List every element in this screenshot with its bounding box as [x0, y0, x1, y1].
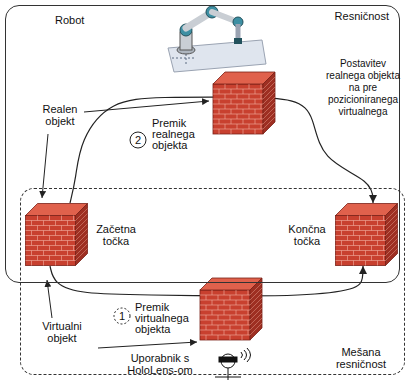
region-title: Resničnost [319, 10, 389, 22]
note-text: Postavitev realnega objekta na pre pozic… [322, 58, 404, 118]
region-box: Začetna točka Končna točka Resničnost [5, 5, 400, 283]
leader-arrow [84, 101, 209, 112]
brick-cube [213, 72, 275, 134]
brick-cube [25, 203, 88, 266]
brick-cube [200, 278, 262, 340]
point-node: Začetna točka [25, 203, 140, 266]
user-label: Uporabnik s HoloLens-om [115, 352, 205, 376]
region-title: Mešana resničnost [324, 346, 398, 370]
point-label: Začetna točka [92, 223, 140, 247]
callout-circle [130, 132, 146, 148]
callout-number: 2 [130, 134, 146, 146]
part-label: Virtualni objekt [36, 320, 88, 344]
part-label: Realen objekt [38, 103, 82, 127]
edge-label: Premik realnega objekta [152, 118, 210, 151]
part-label: Robot [55, 14, 100, 26]
leader-arrow [98, 342, 197, 348]
leader-arrow [47, 280, 52, 318]
point-label: Končna točka [283, 223, 331, 247]
point-node: Končna točka [283, 203, 398, 266]
callout-number: 1 [114, 310, 130, 322]
edge-label: Premik virtualnega objekta [135, 302, 195, 335]
region-box: Mešana resničnost [20, 188, 405, 375]
robot-illustration [168, 6, 266, 72]
user-figure [215, 348, 251, 380]
cube-illustrations [200, 72, 275, 340]
brick-cube [335, 203, 398, 266]
callout-circle [114, 308, 130, 324]
